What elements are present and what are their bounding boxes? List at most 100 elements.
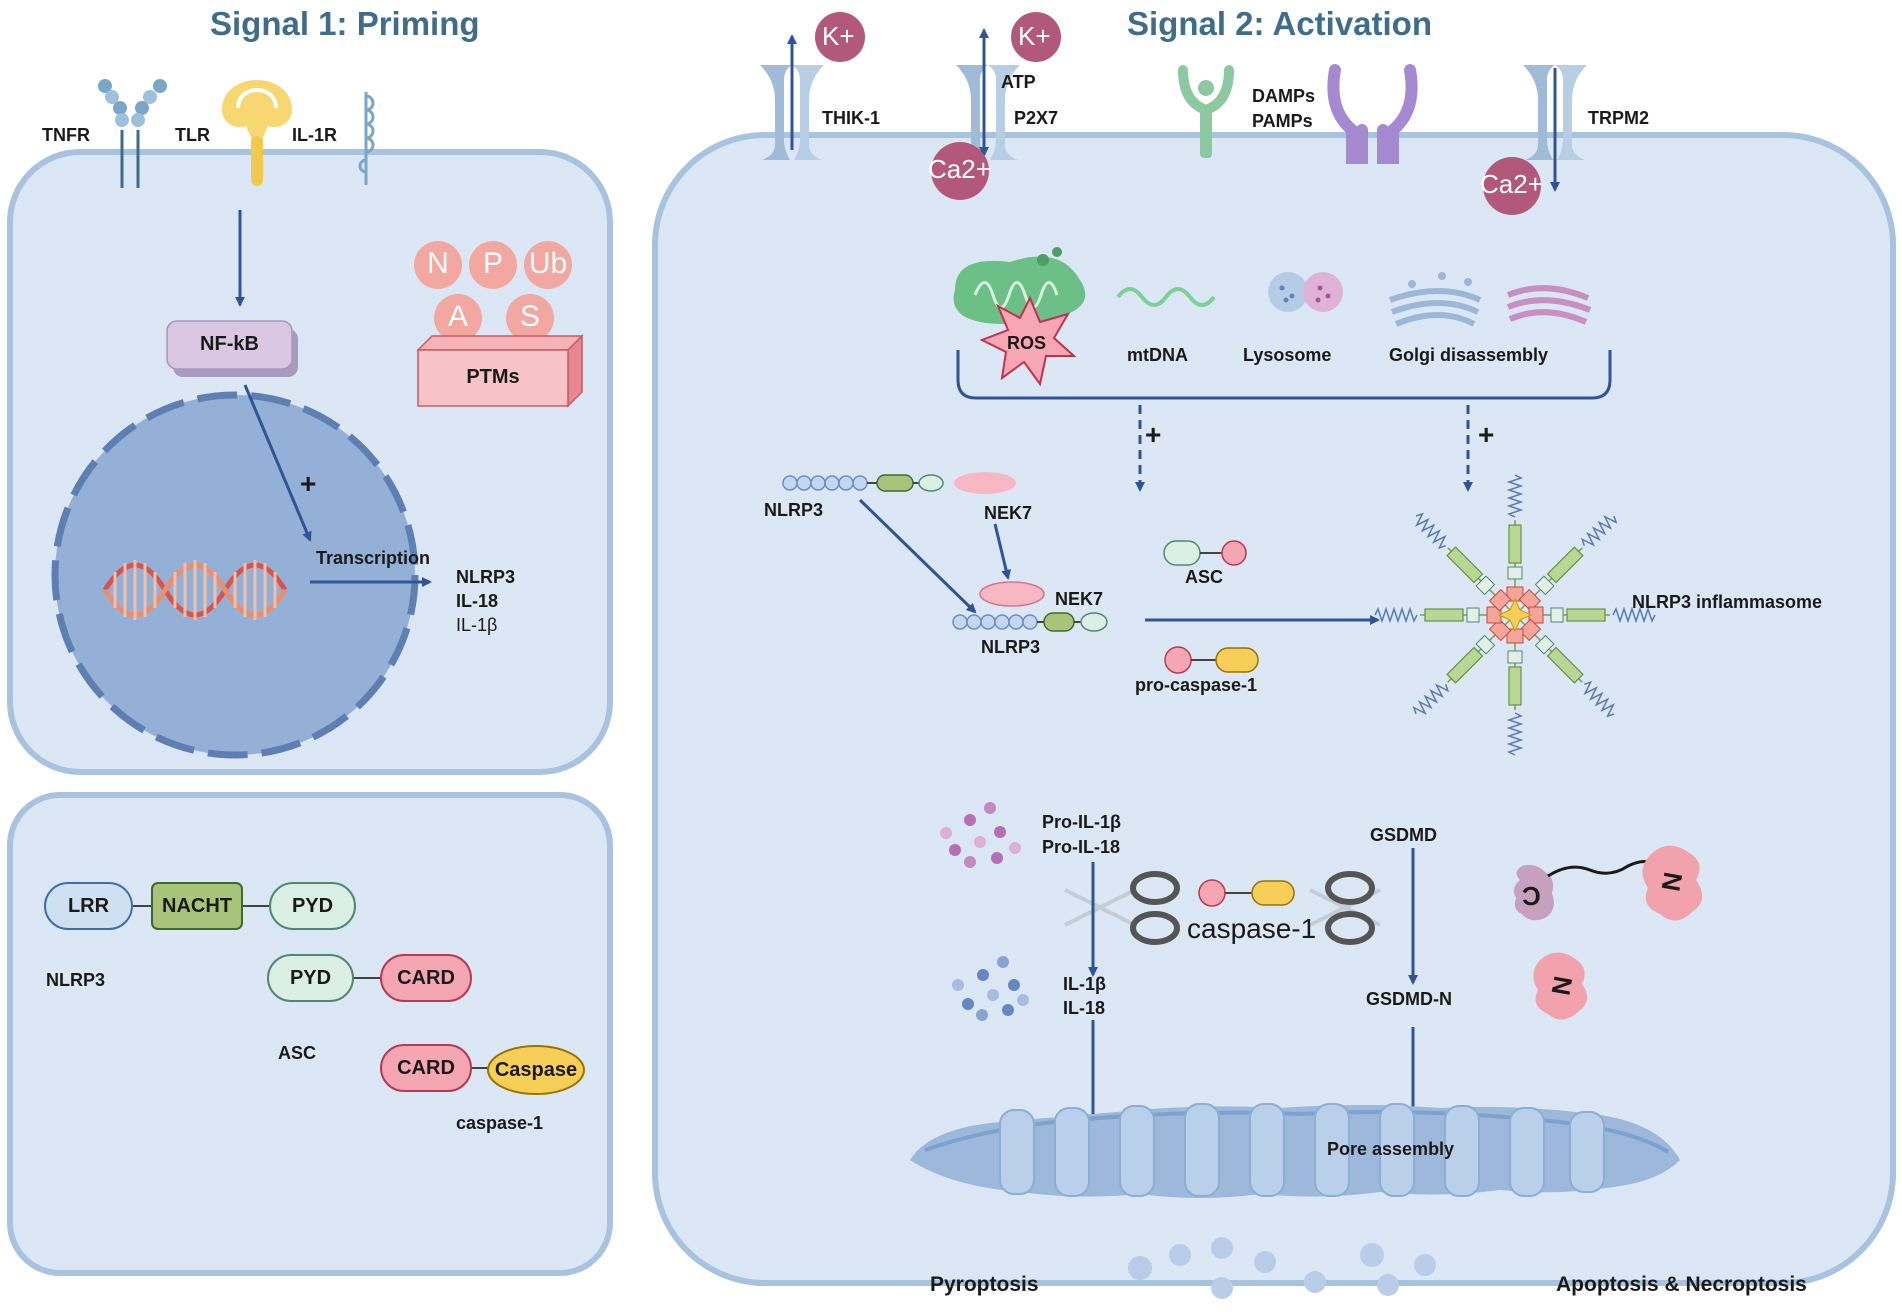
thik1-channel-icon: [760, 65, 824, 160]
asc-pyd-domain: [267, 954, 354, 1002]
ion-ca-1: Ca2+: [928, 154, 991, 184]
ptm-p: P: [482, 247, 503, 280]
label-transcription: Transcription: [316, 548, 431, 568]
label-il18: IL-18: [1063, 998, 1106, 1018]
label-golgi: Golgi disassembly: [1389, 345, 1549, 365]
nlrp3-molecule-icon: [782, 474, 944, 492]
ros-burst-icon: [979, 295, 1077, 387]
label-trpm2: TRPM2: [1588, 108, 1650, 128]
k-ion-2: [1011, 12, 1061, 62]
label-c: C: [1522, 881, 1541, 912]
nlrp3-nek7-complex-icon: [952, 581, 1108, 632]
scissors-left-icon: [1064, 871, 1180, 945]
casp-caspase-domain: [487, 1045, 585, 1095]
mature-cytokine-dots: [952, 956, 1029, 1021]
label-tnfr: TNFR: [42, 125, 90, 145]
mitochondria-icon: [953, 247, 1086, 324]
label-apoptosis: Apoptosis & Necroptosis: [1556, 1273, 1807, 1296]
damp-receptor-icon: [1178, 65, 1234, 158]
ptm-circles: [414, 241, 572, 342]
label-gsdmd-n: GSDMD-N: [1366, 989, 1452, 1009]
label-damps: DAMPs: [1252, 86, 1316, 106]
ptm-ub: Ub: [528, 247, 568, 280]
gsdmd-c-domain-icon: [1513, 864, 1554, 921]
label-nlrp3-free: NLRP3: [764, 500, 824, 520]
ptm-n: N: [427, 247, 449, 280]
label-card-2: CARD: [397, 1057, 455, 1079]
gsdmd-linker: [1547, 860, 1651, 878]
label-pyroptosis: Pyroptosis: [930, 1273, 1039, 1296]
asc-card-domain: [380, 954, 472, 1002]
ptm-a: A: [447, 300, 468, 333]
activation-plus-1: +: [1145, 419, 1162, 450]
activation-plus-2: +: [1478, 419, 1495, 450]
product-il18: IL-18: [456, 591, 499, 611]
label-card-1: CARD: [397, 967, 455, 989]
il1r-receptor-icon: [358, 92, 375, 185]
product-nlrp3: NLRP3: [456, 567, 516, 587]
label-p2x7: P2X7: [1014, 108, 1059, 128]
trigger-bracket: [956, 350, 1612, 400]
label-caspase: Caspase: [494, 1059, 578, 1081]
nlrp3-pyd-domain: [269, 882, 356, 930]
label-ptms: PTMs: [466, 366, 520, 388]
label-caspase1: caspase-1: [1187, 913, 1317, 944]
label-il1b: IL-1β: [1063, 974, 1106, 994]
lysosome-icon: [1268, 272, 1343, 312]
label-pamps: PAMPs: [1252, 111, 1313, 131]
pro-cytokine-dots: [940, 802, 1021, 868]
gsdmd-n-domain-icon: [1642, 845, 1703, 921]
arrow-nfkb-nucleus: [243, 384, 312, 542]
priming-plus: +: [300, 468, 317, 499]
label-nek7-free: NEK7: [984, 503, 1033, 523]
tlr-receptor-icon: [222, 80, 292, 186]
signal2-title: Signal 2: Activation: [1127, 5, 1432, 42]
label-ros: ROS: [1007, 333, 1047, 353]
domains-cell: [7, 792, 613, 1276]
ca-ion-1: [931, 142, 989, 200]
nlrp3-lrr-domain: [44, 882, 133, 930]
label-asc: ASC: [1185, 567, 1224, 587]
gsdmd-n-free-icon: [1533, 952, 1588, 1020]
label-procaspase: pro-caspase-1: [1135, 675, 1258, 695]
label-pore: Pore assembly: [1327, 1139, 1455, 1159]
nek7-molecule-icon: [954, 472, 1016, 494]
asc-molecule-icon: [1163, 540, 1247, 566]
label-nek7-complex: NEK7: [1055, 589, 1104, 609]
label-mtdna: mtDNA: [1127, 345, 1188, 365]
label-nlrp3-domain: NLRP3: [46, 970, 106, 990]
label-il1r: IL-1R: [292, 125, 337, 145]
casp-card-domain: [380, 1044, 472, 1092]
label-gsdmd: GSDMD: [1370, 825, 1437, 845]
label-lrr: LRR: [67, 895, 110, 917]
bottom-membrane: [910, 1103, 1680, 1198]
ptms-box: [416, 334, 584, 408]
inflammasome-icon: [1374, 474, 1656, 756]
tnfr-receptor-icon: [98, 79, 167, 188]
label-nlrp3-complex: NLRP3: [981, 637, 1041, 657]
product-il1b: IL-1β: [456, 615, 498, 635]
pamp-receptor-icon: [1327, 64, 1418, 164]
label-pyd-1: PYD: [291, 895, 334, 917]
label-inflammasome: NLRP3 inflammasome: [1632, 592, 1823, 612]
scissors-right-icon: [1309, 871, 1381, 945]
ion-ca-2: Ca2+: [1480, 169, 1543, 199]
signal1-title: Signal 1: Priming: [210, 5, 480, 42]
dna-icon: [102, 560, 288, 620]
golgi-icon: [1388, 272, 1592, 327]
arrow-nek7-complex: [993, 523, 1011, 580]
nlrp3-nacht-domain: [151, 882, 243, 930]
arrow-nlrp3-complex: [858, 498, 977, 614]
ion-k-1: K+: [822, 21, 855, 51]
trpm2-channel-icon: [1523, 65, 1587, 160]
label-atp: ATP: [1001, 72, 1036, 92]
k-ion-1: [815, 12, 865, 62]
label-nfkb: NF-kB: [200, 333, 259, 355]
label-nacht: NACHT: [162, 895, 232, 917]
label-lysosome: Lysosome: [1243, 345, 1332, 365]
label-pro-il1b: Pro-IL-1β: [1042, 812, 1121, 832]
released-dots: [1128, 1237, 1436, 1299]
ion-k-2: K+: [1018, 21, 1051, 51]
label-thik1: THIK-1: [822, 108, 880, 128]
label-pro-il18: Pro-IL-18: [1042, 837, 1121, 857]
